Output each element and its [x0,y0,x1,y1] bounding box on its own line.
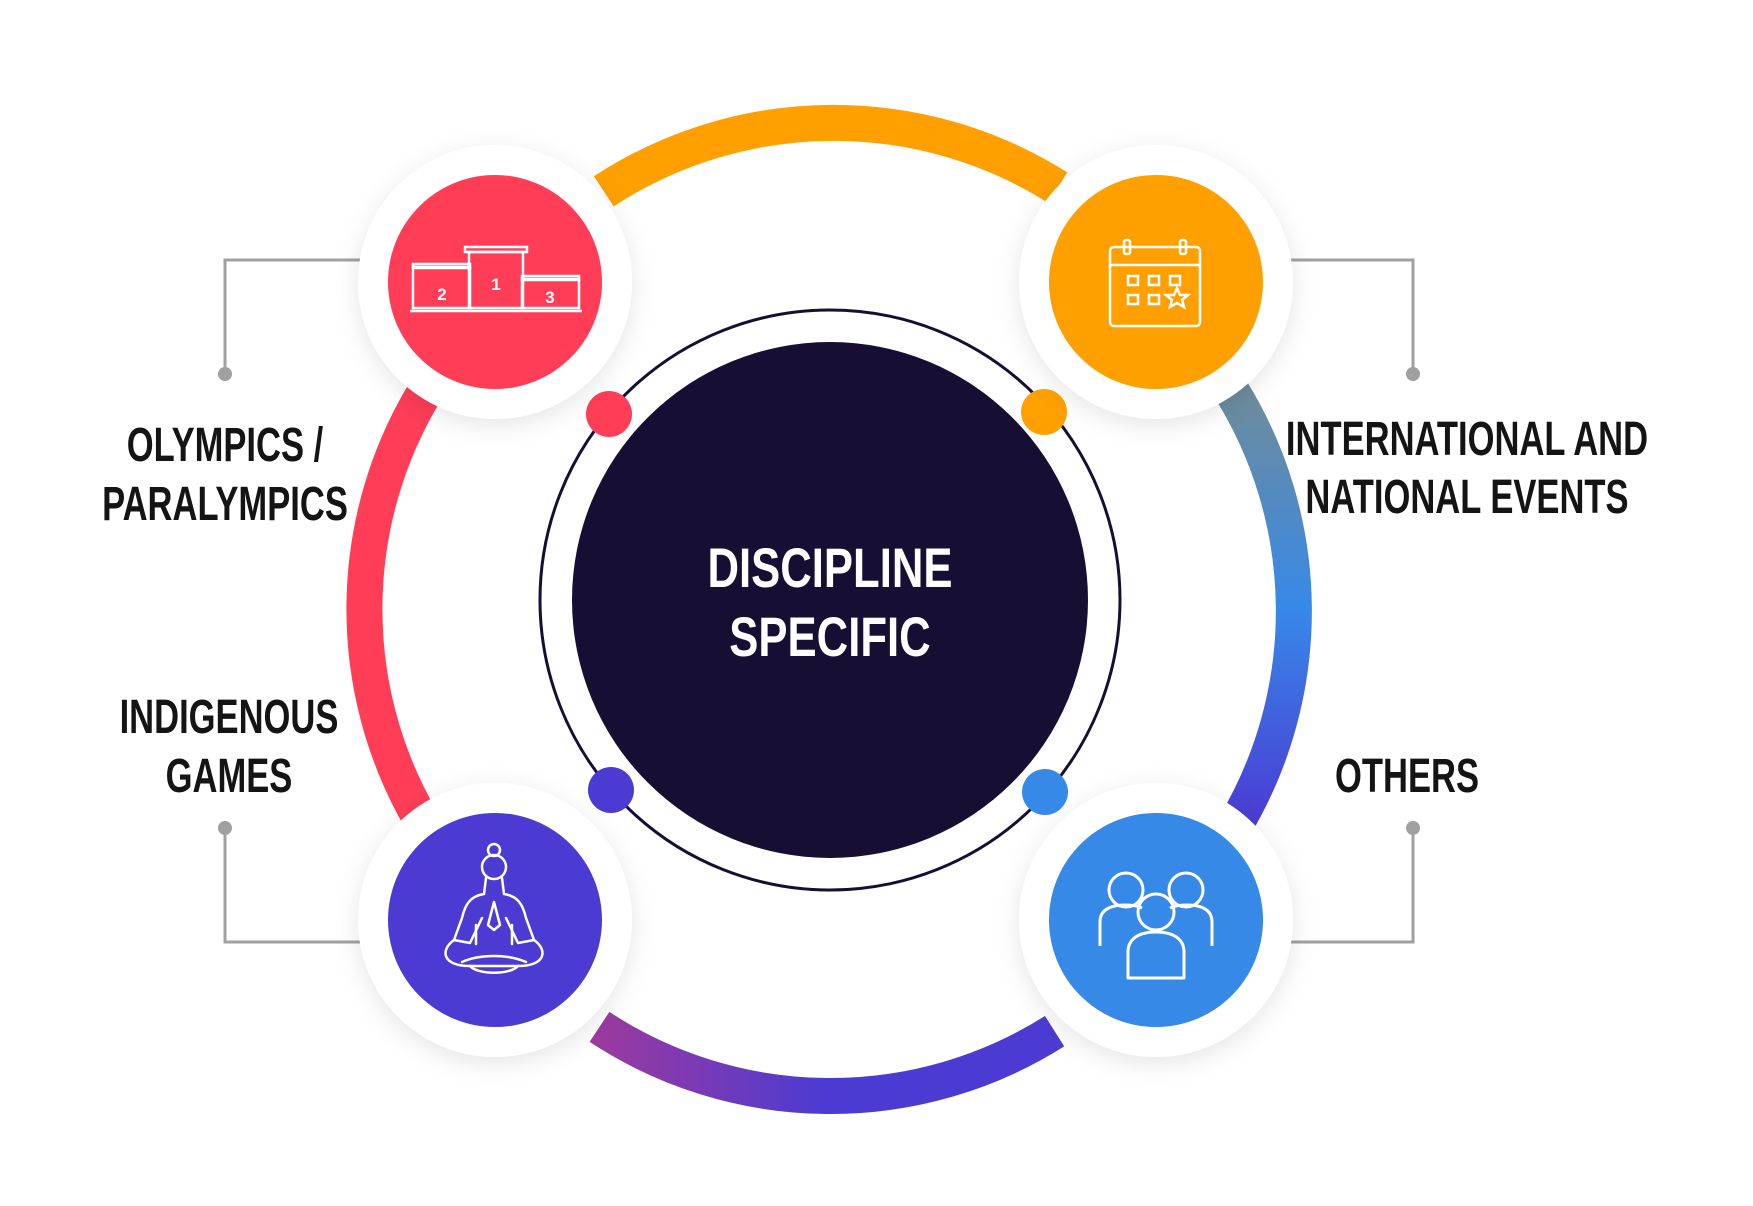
label-indigenous-line1: INDIGENOUS [120,689,339,743]
label-indigenous-line2: GAMES [166,748,293,802]
calendar-star-icon [1108,238,1202,328]
connector-dot [1406,367,1420,381]
podium-label-2: 2 [437,285,446,304]
podium-icon [410,245,582,313]
ring-segment-right [1215,379,1312,834]
node-events-circle [1049,175,1263,389]
center-title-line2: SPECIFIC [729,606,930,668]
label-events-line1: INTERNATIONAL AND [1286,411,1648,465]
node-others-circle [1049,813,1263,1027]
connectors [223,258,1415,944]
node-olympics: 2 1 3 [358,145,632,419]
ring-segment-bottom [589,1011,1065,1115]
connector-others [1250,830,1415,944]
accent-dot-others [1022,769,1068,815]
meditation-icon [444,842,544,974]
label-others: OTHERS [1335,748,1479,802]
node-others [1019,783,1293,1057]
podium-label-3: 3 [545,288,554,307]
accent-dot-indigenous [588,767,634,813]
node-events [1019,145,1293,419]
node-indigenous-circle [388,813,602,1027]
node-olympics-circle [388,175,602,389]
label-events-line2: NATIONAL EVENTS [1305,469,1628,523]
accent-dot-events [1021,389,1067,435]
outer-ring [346,104,1312,1115]
label-olympics-line2: PARALYMPICS [102,476,348,530]
group-people-icon [1098,871,1214,980]
connector-events [1250,258,1415,372]
podium-label-1: 1 [491,275,500,294]
connector-dot [218,367,232,381]
connector-dot [218,821,232,835]
labels: OLYMPICS / PARALYMPICS INTERNATIONAL AND… [102,411,1648,802]
connector-dots [218,367,1420,835]
center-title-line1: DISCIPLINE [707,537,952,599]
center-circle [572,342,1088,858]
ring-segment-top [593,104,1068,207]
connector-dot [1406,821,1420,835]
node-indigenous [358,783,632,1057]
accent-dot-olympics [586,391,632,437]
connector-indigenous [223,830,400,944]
ring-segment-left [346,380,442,828]
connector-olympics [223,258,400,372]
label-olympics-line1: OLYMPICS / [127,417,324,471]
